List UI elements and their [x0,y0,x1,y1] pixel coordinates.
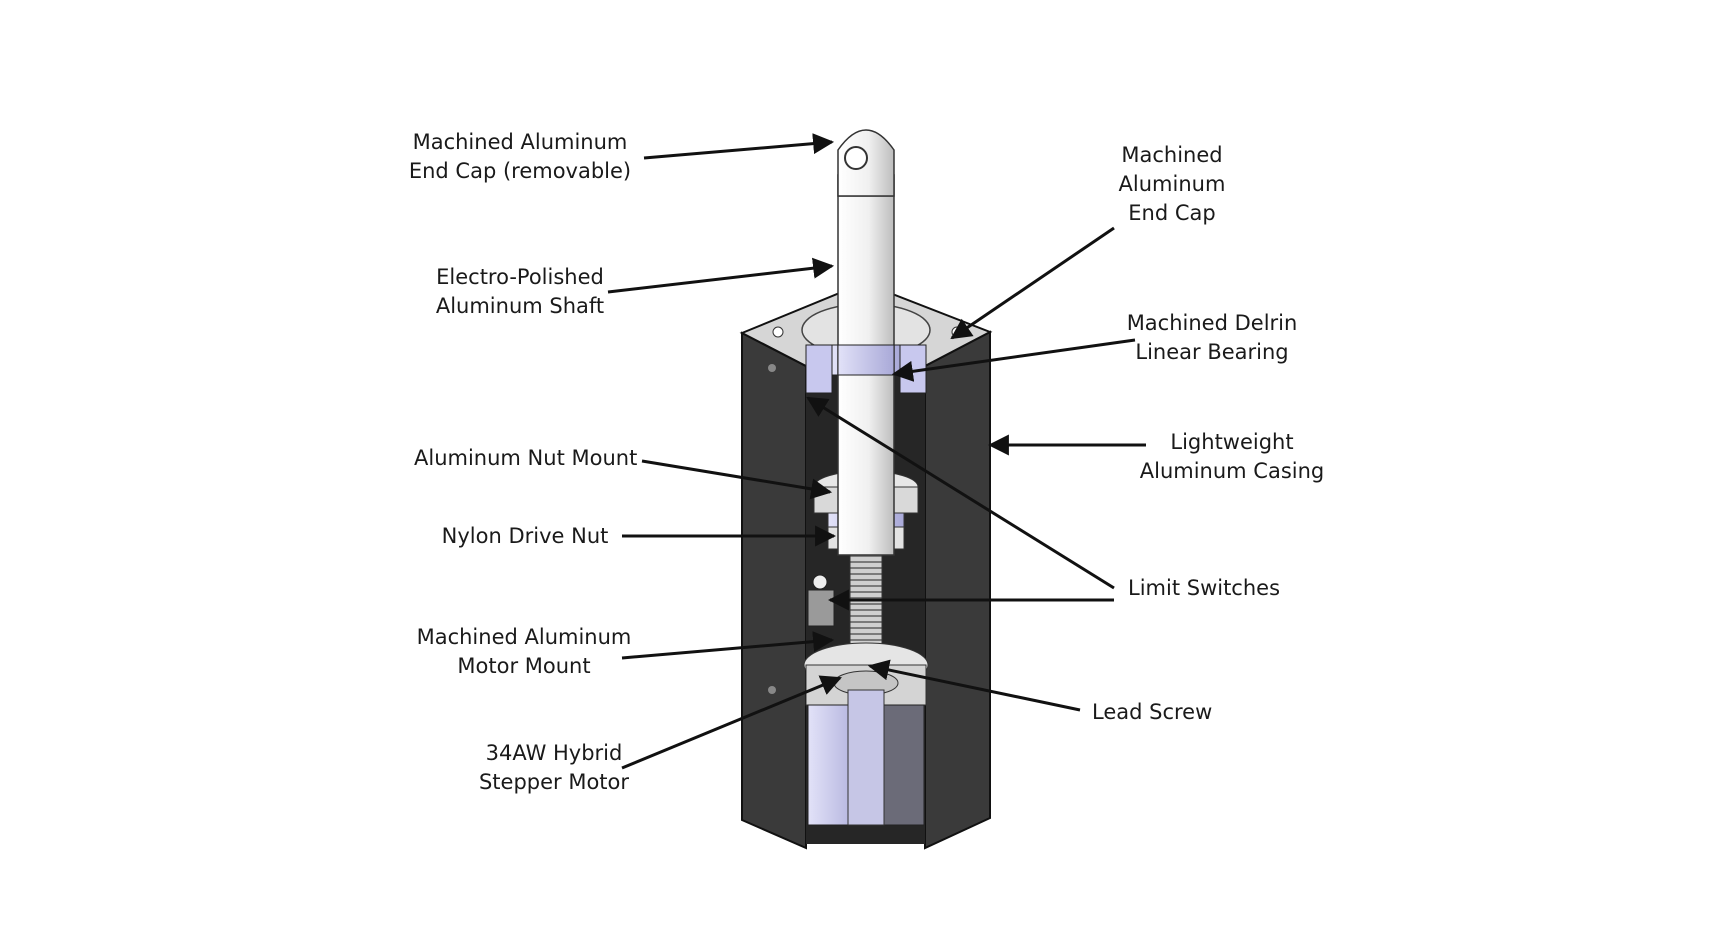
label-nut-mount: Aluminum Nut Mount [414,446,638,470]
label-drive-nut: Nylon Drive Nut [441,524,609,548]
label-limit-switches: Limit Switches [1128,576,1281,600]
label-end-cap: Machined Aluminum End Cap [1118,143,1226,225]
limit-switch-roller [812,574,828,590]
casing-screw [768,686,776,694]
label-shaft: Electro-Polished Aluminum Shaft [435,265,605,318]
limit-switch [807,589,835,627]
leader-end-cap [950,226,1115,340]
label-motor-mount: Machined Aluminum Motor Mount [416,625,632,678]
leader-shaft [607,257,835,294]
leader-lead-screw [867,659,1081,712]
leader-stepper [621,675,842,770]
cutaway-left-wall [805,344,833,394]
leader-motor-mount [621,631,835,660]
label-linear-bearing: Machined Delrin Linear Bearing [1126,311,1298,364]
leader-limit-switches-upper [806,396,1115,590]
casing-screw [768,364,776,372]
casing-left-face [741,331,807,850]
top-plate-hole [772,326,784,338]
label-casing: Lightweight Aluminum Casing [1139,430,1325,483]
shaft-bearing-band [837,344,895,376]
stepper-motor-rotor [847,689,885,826]
label-end-cap-removable: Machined Aluminum End Cap (removable) [408,130,632,183]
leader-end-cap-removable [643,133,835,160]
leader-nut-mount [641,459,833,500]
end-cap-hole [844,146,868,170]
label-lead-screw: Lead Screw [1092,700,1213,724]
label-stepper: 34AW Hybrid Stepper Motor [478,741,630,794]
casing-right-face [924,330,991,850]
leader-linear-bearing [891,338,1136,382]
